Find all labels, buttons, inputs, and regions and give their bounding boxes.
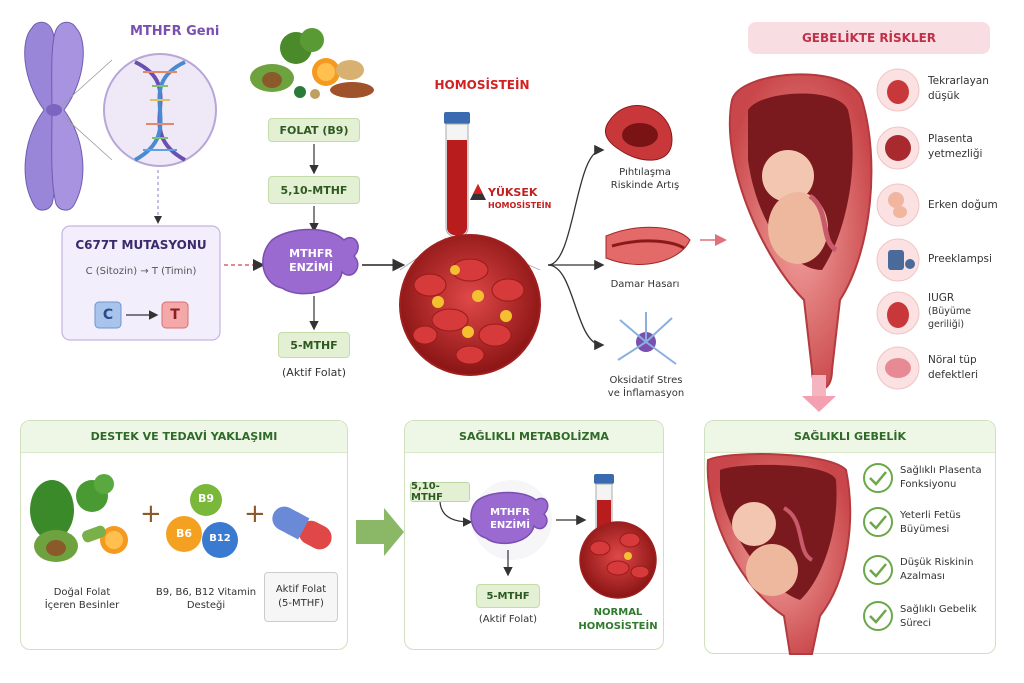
blood-vessel-zoom (399, 234, 541, 376)
healthy-mthf510-box: 5,10-MTHF (410, 481, 470, 503)
mthfr-enzyme-icon (262, 228, 359, 295)
uterus-fetus-illustration (728, 73, 873, 390)
base-c: C (102, 307, 114, 323)
vitamin-b6-label: B6 (175, 527, 193, 540)
clot-vessel-icon (604, 105, 673, 161)
gene-title: MTHFR Geni (130, 24, 220, 39)
healthy-mthf5-box: 5-MTHF (476, 584, 540, 608)
mthf5-box: 5-MTHF (278, 332, 350, 358)
mthf510-box: 5,10-MTHF (268, 176, 360, 204)
effect-vessel-damage: Damar Hasarı (610, 279, 680, 290)
food-pile-icon (250, 28, 374, 99)
dna-icon (103, 53, 217, 167)
active-folate-box: Aktif Folat(5-MTHF) (264, 572, 338, 622)
test-tube-icon (444, 112, 470, 238)
vitamin-b12-label: B12 (209, 533, 231, 544)
neuron-icon (617, 312, 677, 365)
vitamin-b9-label: B9 (197, 492, 215, 505)
chromosome-icon (24, 21, 84, 211)
mutation-change: C (Sitozin) → T (Timin) (85, 266, 197, 277)
support-title: DESTEK VE TEDAVİ YAKLAŞIMI (21, 421, 347, 453)
folate-box: FOLAT (B9) (268, 118, 360, 142)
healthy-pregnancy-title: SAĞLIKLI GEBELİK (705, 421, 995, 453)
healthy-active-folate-label: (Aktif Folat) (478, 614, 538, 625)
damaged-vessel-icon (605, 226, 691, 265)
big-green-arrow-icon (356, 508, 404, 556)
homocysteine-title: HOMOSİSTEİN (434, 78, 530, 92)
mutation-title: C677T MUTASYONU (75, 238, 207, 252)
risk-item: Preeklampsi (928, 253, 992, 265)
healthy-metabolism-title: SAĞLIKLI METABOLİZMA (405, 421, 663, 453)
active-folate-label: (Aktif Folat) (282, 366, 346, 379)
base-t: T (170, 307, 180, 323)
risks-title: GEBELİKTE RİSKLER (748, 22, 990, 54)
risk-item: Erken doğum (928, 199, 998, 211)
